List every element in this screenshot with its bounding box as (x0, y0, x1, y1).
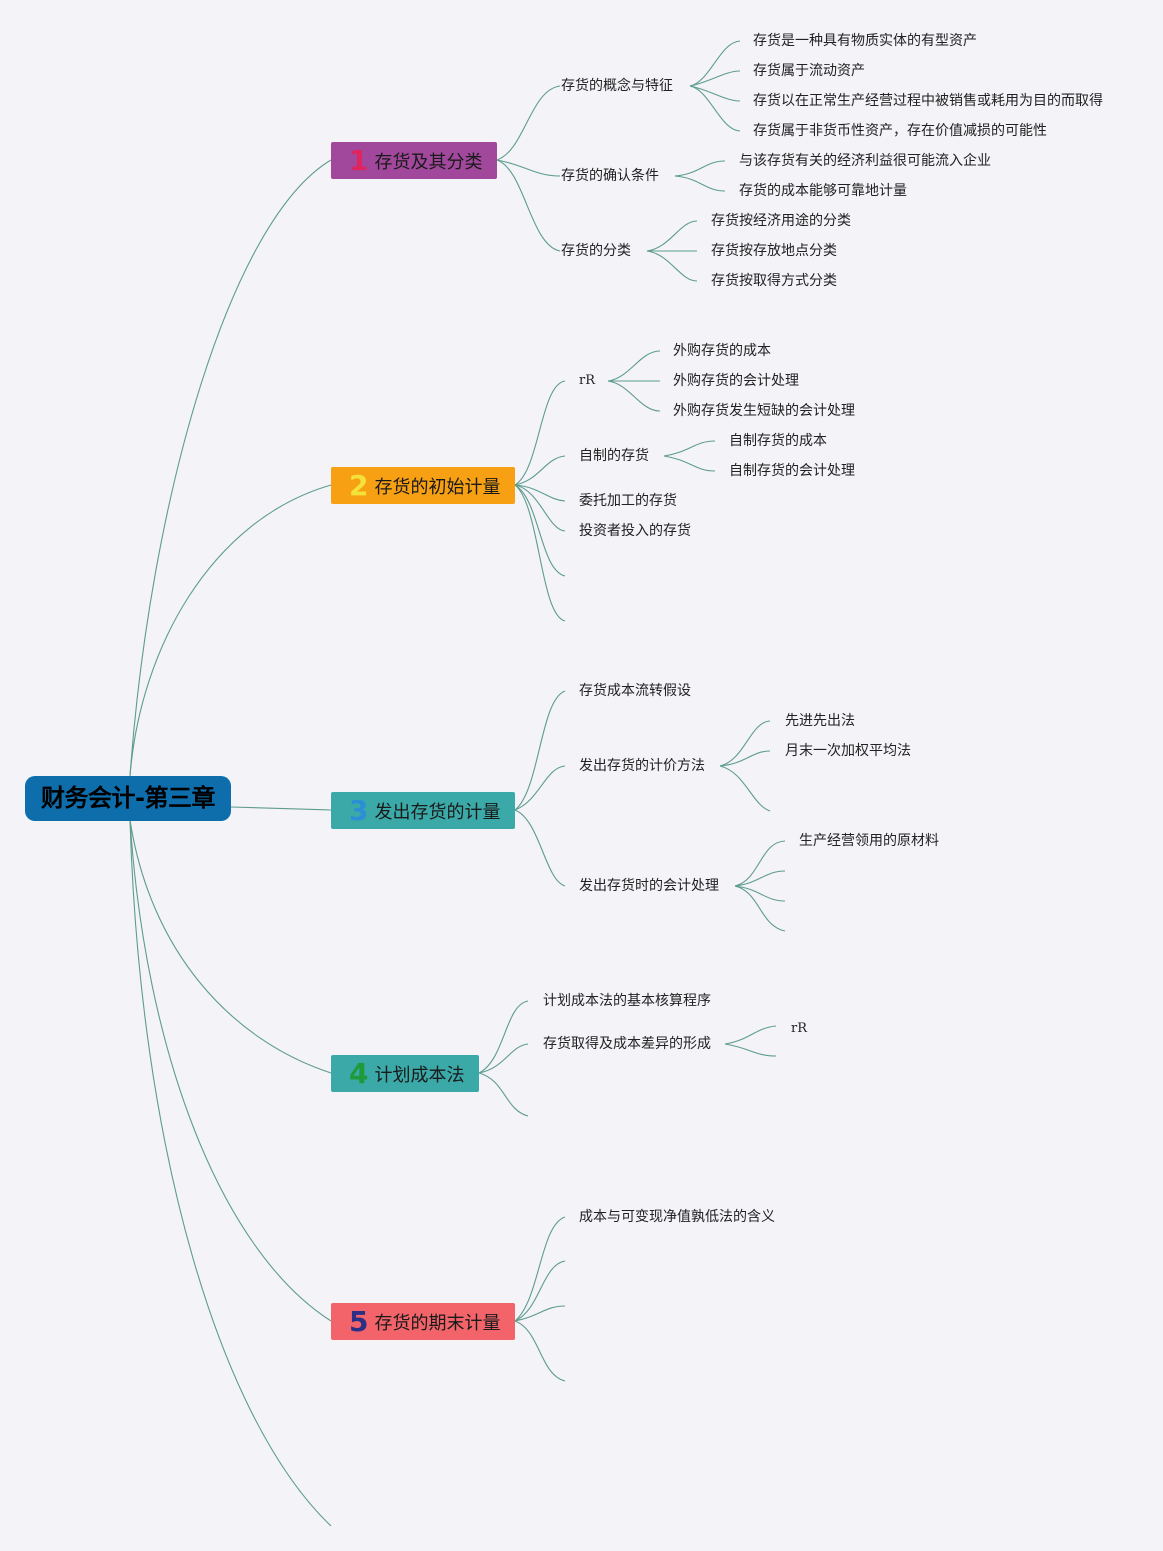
subtopic-2-4[interactable]: 投资者投入的存货 (579, 523, 691, 539)
root-topic[interactable]: 财务会计-第三章 (25, 776, 231, 821)
leaf-1-1-3[interactable]: 存货以在正常生产经营过程中被销售或耗用为目的而取得 (753, 93, 1103, 109)
leaf-4-2-1[interactable]: rR (791, 1021, 808, 1036)
branch-4-number: 4 (349, 1057, 369, 1090)
branch-5-number: 5 (349, 1305, 369, 1338)
leaf-1-1-4[interactable]: 存货属于非货币性资产，存在价值减损的可能性 (753, 123, 1047, 139)
leaf-1-1-1[interactable]: 存货是一种具有物质实体的有型资产 (753, 33, 977, 49)
leaf-1-2-1[interactable]: 与该存货有关的经济利益很可能流入企业 (739, 153, 991, 169)
connector-root-branch-1 (129, 159, 332, 777)
subtopic-1-1[interactable]: 存货的概念与特征 (561, 78, 673, 94)
subtopic-2-3[interactable]: 委托加工的存货 (579, 493, 677, 509)
connector-root-branch-4 (129, 819, 332, 1074)
branch-3-number: 3 (349, 794, 369, 827)
subtopic-2-2[interactable]: 自制的存货 (579, 448, 649, 464)
leaf-3-3-1[interactable]: 生产经营领用的原材料 (799, 833, 939, 849)
subtopic-1-3[interactable]: 存货的分类 (561, 243, 631, 259)
subtopic-3-2[interactable]: 发出存货的计价方法 (579, 758, 705, 774)
leaf-2-2-1[interactable]: 自制存货的成本 (729, 433, 827, 449)
branch-5-label: 存货的期末计量 (374, 1313, 501, 1334)
subtopic-4-2[interactable]: 存货取得及成本差异的形成 (543, 1036, 711, 1052)
leaf-2-1-1[interactable]: 外购存货的成本 (673, 343, 771, 359)
connector-root-branch-3 (230, 806, 332, 811)
branch-4-label: 计划成本法 (374, 1065, 465, 1086)
leaf-3-2-2[interactable]: 月末一次加权平均法 (785, 743, 911, 759)
branch-2-number: 2 (349, 469, 369, 502)
connector-root-extra (129, 819, 332, 1527)
leaf-1-3-3[interactable]: 存货按取得方式分类 (711, 273, 837, 289)
subtopic-2-1[interactable]: rR (579, 373, 596, 388)
subtopic-3-1[interactable]: 存货成本流转假设 (579, 683, 691, 699)
subtopic-3-3[interactable]: 发出存货时的会计处理 (579, 878, 719, 894)
branch-2-label: 存货的初始计量 (374, 477, 501, 498)
subtopic-1-2[interactable]: 存货的确认条件 (561, 168, 659, 184)
subtopic-5-1[interactable]: 成本与可变现净值孰低法的含义 (579, 1209, 775, 1225)
connector-root-branch-2 (129, 484, 332, 777)
connector-root-branch-5 (129, 819, 332, 1322)
subtopic-4-1[interactable]: 计划成本法的基本核算程序 (543, 993, 711, 1009)
leaf-2-1-3[interactable]: 外购存货发生短缺的会计处理 (673, 403, 855, 419)
leaf-3-2-1[interactable]: 先进先出法 (785, 713, 855, 729)
leaf-1-1-2[interactable]: 存货属于流动资产 (753, 63, 865, 79)
branch-3-label: 发出存货的计量 (374, 802, 501, 823)
leaf-2-2-2[interactable]: 自制存货的会计处理 (729, 463, 855, 479)
leaf-1-3-2[interactable]: 存货按存放地点分类 (711, 243, 837, 259)
branch-1-number: 1 (349, 144, 369, 177)
leaf-1-3-1[interactable]: 存货按经济用途的分类 (711, 213, 851, 229)
leaf-2-1-2[interactable]: 外购存货的会计处理 (673, 373, 799, 389)
branch-1-label: 存货及其分类 (374, 152, 483, 173)
leaf-1-2-2[interactable]: 存货的成本能够可靠地计量 (739, 183, 907, 199)
